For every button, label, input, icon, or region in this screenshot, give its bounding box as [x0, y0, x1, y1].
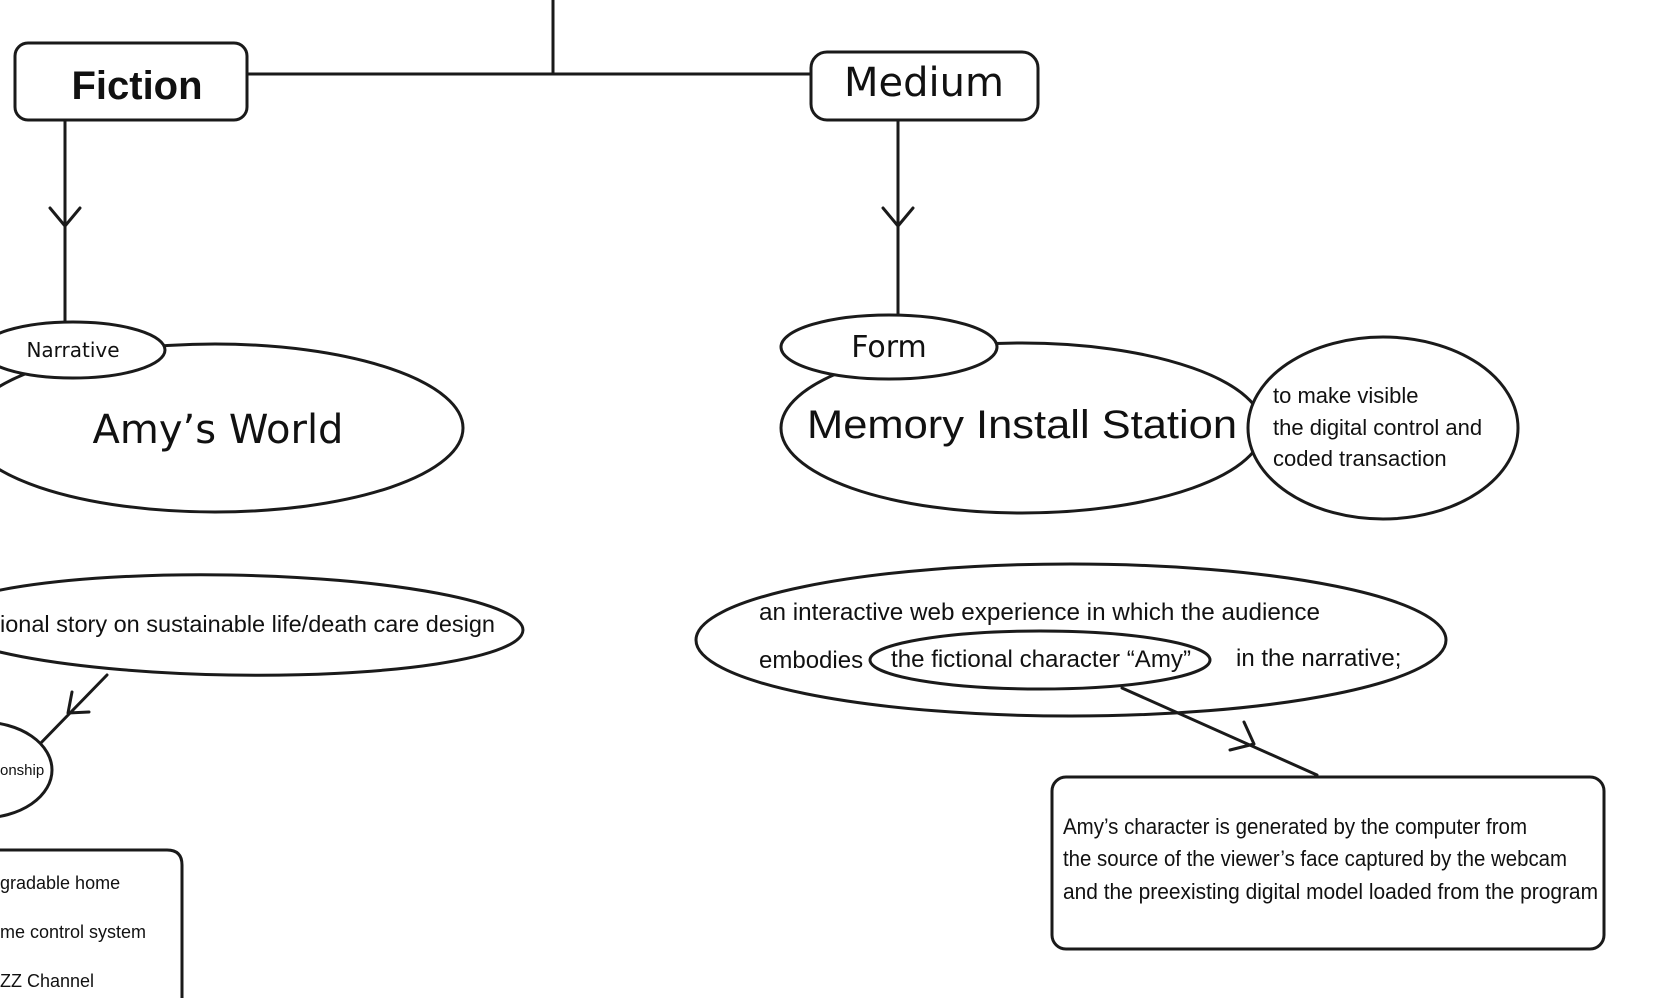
home-list-box: gradable home me control system ZZ Chann…: [0, 848, 184, 998]
relationship-node: onship: [0, 722, 54, 818]
form-tag: Form: [779, 313, 999, 381]
fictional-story-node: ional story on sustainable life/death ca…: [0, 573, 525, 677]
visible-purpose-node: to make visible the digital control and …: [1246, 335, 1520, 521]
fiction-node: Fiction: [13, 41, 249, 122]
visible-purpose-line-2: the digital control and: [1273, 415, 1482, 440]
home-list-item: ZZ Channel: [0, 971, 94, 991]
top-connector: [245, 0, 812, 76]
character-note-box: Amy’s character is generated by the comp…: [1050, 775, 1606, 951]
medium-label: Medium: [844, 60, 1004, 106]
character-note-line-1: Amy’s character is generated by the comp…: [1063, 814, 1527, 839]
character-note-line-3: and the preexisting digital model loaded…: [1063, 879, 1598, 904]
character-note-line-2: the source of the viewer’s face captured…: [1063, 846, 1567, 871]
medium-to-form-arrow: [881, 118, 915, 320]
character-to-note-arrow: [1120, 686, 1319, 777]
visible-purpose-line-1: to make visible: [1273, 383, 1419, 408]
home-list-item: me control system: [0, 922, 146, 942]
web-experience-line-1: an interactive web experience in which t…: [759, 599, 1320, 626]
fiction-to-narrative-arrow: [48, 118, 82, 329]
memory-install-node: Memory Install Station: [779, 341, 1265, 515]
fiction-label: Fiction: [71, 64, 202, 108]
narrative-label: Narrative: [26, 338, 119, 362]
home-list-item: gradable home: [0, 873, 120, 893]
web-experience-suffix: in the narrative;: [1236, 645, 1401, 672]
visible-purpose-line-3: coded transaction: [1273, 446, 1447, 471]
amys-world-node: Amy’s World: [0, 342, 465, 514]
amys-world-label: Amy’s World: [93, 407, 344, 453]
fictional-story-label: ional story on sustainable life/death ca…: [0, 611, 495, 637]
medium-node: Medium: [809, 50, 1040, 122]
fictional-character-label: the fictional character “Amy”: [891, 646, 1191, 673]
relationship-label: onship: [0, 762, 44, 779]
web-experience-embodies: embodies: [759, 647, 863, 674]
fictional-character-node: the fictional character “Amy”: [868, 629, 1212, 691]
memory-install-label: Memory Install Station: [807, 403, 1237, 447]
form-label: Form: [851, 330, 927, 365]
narrative-tag: Narrative: [0, 320, 167, 380]
story-to-relationship-arrow: [34, 673, 109, 750]
